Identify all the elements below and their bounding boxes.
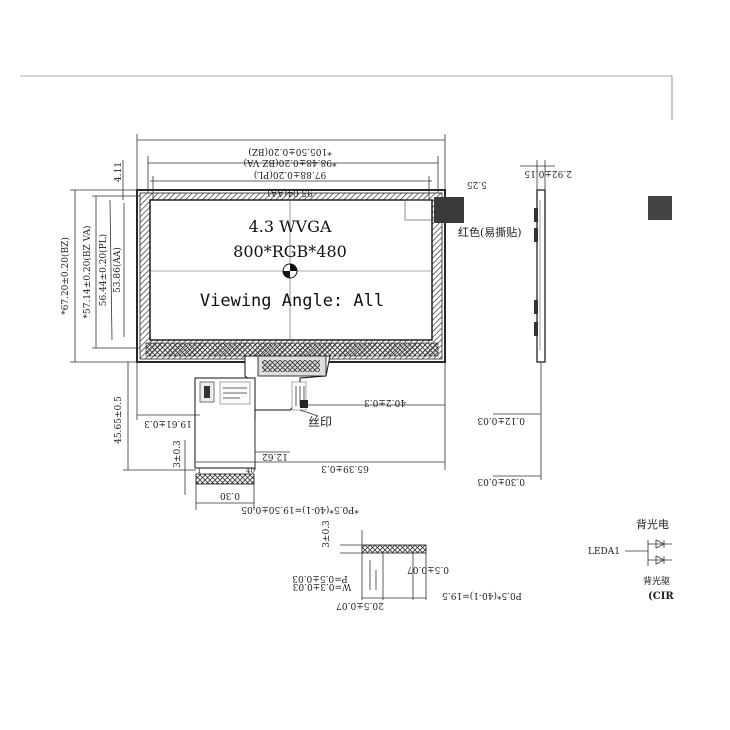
dim-detail-total: 20.5±0.07 — [336, 600, 384, 610]
dim-outline-width: *105.50±0.20(BZ) — [248, 146, 331, 157]
dim-outline-height: *67.20±0.20(BZ) — [60, 237, 71, 315]
dim-detail-w: W=0.3±0.03 — [292, 581, 351, 591]
dim-detail-p: P=0.5±0.03 — [292, 573, 348, 583]
viewing-angle-label: Viewing Angle: All — [200, 291, 384, 311]
right-hatched-square — [648, 196, 672, 220]
dim-top-offset: 4.11 — [114, 162, 124, 182]
dim-detail-length: 0.5±0.07 — [407, 564, 449, 574]
dim-fpc-offset: 12.62 — [262, 451, 288, 461]
dim-fpc-to-right: 40.2±0.3 — [364, 397, 406, 407]
fpc-dimensions — [123, 362, 446, 510]
dim-fpc-left: 19.61±0.3 — [144, 418, 192, 428]
dim-side-b: 0.30±0.03 — [477, 476, 525, 486]
dim-aa-width: 95.04(AA) — [267, 187, 313, 198]
dim-bz-va-width-label: *98.48±0.20(BZ VA) — [244, 157, 337, 168]
dim-bz-va-height: *57.14±0.20(BZ VA) — [82, 226, 93, 319]
dim-pl-height: 56.44±0.20(PL) — [98, 234, 109, 306]
tab-outline — [404, 199, 436, 221]
panel-resolution-label: 800*RGB*480 — [233, 242, 347, 261]
fpc-cable — [194, 355, 331, 485]
silkscreen-leader — [299, 409, 319, 417]
panel-outline — [136, 189, 446, 363]
dim-pitch-formula: *P0.5*(40-1)=19.50±0.05 — [241, 504, 359, 515]
silkscreen-label: 丝印 — [308, 415, 332, 429]
dim-pin-width: 0.30 — [220, 490, 240, 500]
red-tab-label: 红色(易撕贴) — [458, 225, 522, 239]
backlight-title: 背光电 — [636, 517, 669, 531]
pin-last-label: 40 — [246, 467, 255, 475]
pin-detail — [340, 530, 427, 600]
dim-side-a: 0.12±0.03 — [477, 415, 525, 425]
circuit-label: (CIR — [648, 591, 674, 602]
leda-label: LEDA1 — [588, 547, 620, 557]
pin-first-label: 1 — [197, 467, 201, 475]
side-view — [493, 160, 555, 480]
dim-aa-height: 53.86(AA) — [112, 247, 123, 293]
dim-pl-width: 97.88±0.20(PL) — [254, 169, 326, 180]
red-peel-tab — [434, 197, 464, 223]
center-crosshair — [150, 200, 432, 340]
dim-detail-formula: P0.5*(40-1)=19.5 — [442, 590, 522, 601]
led-symbol — [625, 539, 672, 566]
top-dimensions — [136, 134, 446, 200]
backlight-sub: 背光驱 — [643, 575, 670, 587]
dim-side-thickness: 2.92±0.15 — [524, 168, 572, 178]
dim-right-offset: 5.25 — [467, 179, 487, 189]
dim-fpc-tab: 3±0.3 — [173, 440, 183, 468]
dim-detail-tab: 3±0.3 — [322, 520, 332, 548]
panel-size-label: 4.3 WVGA — [249, 217, 332, 236]
left-dimensions — [70, 189, 140, 363]
dim-fpc-length: 45.65±0.5 — [114, 396, 124, 444]
dim-fpc-total: 65.39±0.3 — [321, 463, 369, 473]
